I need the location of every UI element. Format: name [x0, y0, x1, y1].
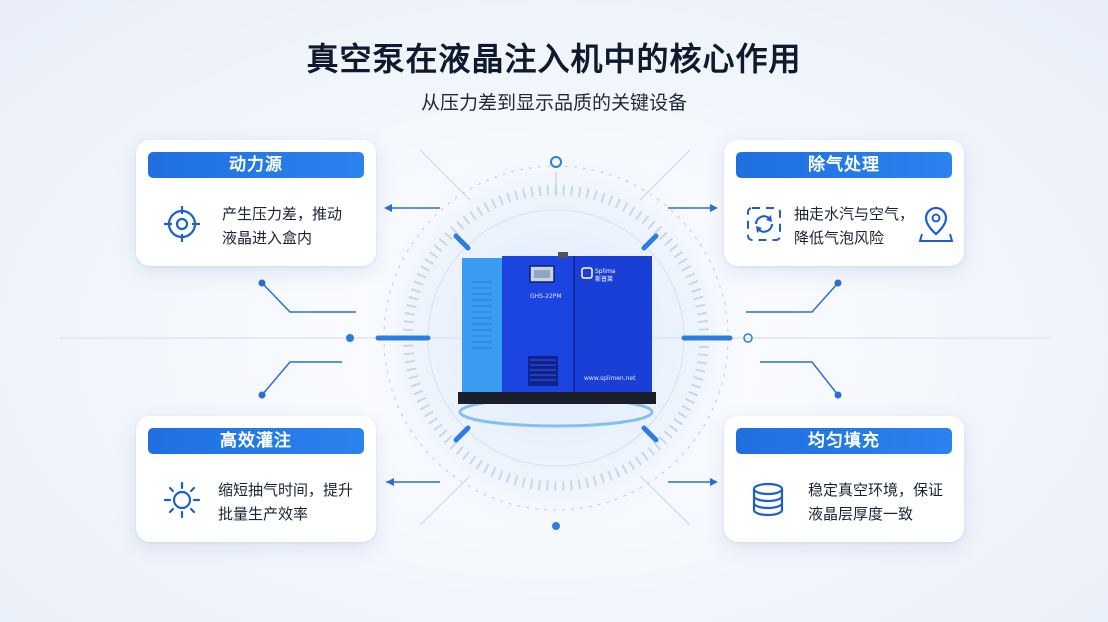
- card-uniform-filling: 均匀填充 稳定真空环境，保证 液晶层厚度一致: [724, 416, 964, 542]
- location-pin-icon: [918, 206, 954, 242]
- refresh-cycle-icon: [747, 207, 781, 241]
- card-degassing: 除气处理 抽走水汽与空气， 降低气泡风险: [724, 140, 964, 266]
- machine-base: [458, 392, 656, 404]
- right-node: [743, 333, 753, 343]
- connector-arrowheads: [384, 204, 718, 486]
- brand-name-cn: 斯普莱: [595, 275, 613, 283]
- stack-layers-icon: [752, 482, 784, 517]
- page-title: 真空泵在液晶注入机中的核心作用: [306, 40, 802, 78]
- ring-accent-ticks: [375, 233, 733, 443]
- front-vent-grille: [528, 356, 558, 386]
- website-label: www.splimen.net: [584, 375, 636, 382]
- card-power-source: 动力源 产生压力差，推动 液晶进入盒内: [136, 140, 376, 266]
- left-node: [346, 334, 354, 342]
- connector-lines: [261, 207, 839, 483]
- card-efficient-filling: 高效灌注 缩短抽气时间，提升 批量生产效率: [136, 416, 376, 542]
- brand-logo-icon: [581, 267, 593, 279]
- card-description: 稳定真空环境，保证 液晶层厚度一致: [808, 481, 944, 523]
- bottom-node: [552, 522, 560, 530]
- card-description: 产生压力差，推动 液晶进入盒内: [222, 205, 343, 247]
- card-description: 抽走水汽与空气， 降低气泡风险: [794, 205, 915, 247]
- machine-side-panel: [462, 258, 502, 392]
- page-subtitle: 从压力差到显示品质的关键设备: [420, 92, 687, 114]
- radial-lines: [419, 149, 691, 526]
- card-title: 除气处理: [736, 152, 952, 178]
- connector-end-dots: [258, 279, 842, 399]
- model-label: GHS-22PM: [530, 293, 562, 300]
- card-title: 高效灌注: [148, 428, 364, 454]
- top-node: [550, 156, 562, 168]
- brand-name: Splima: [595, 268, 616, 275]
- card-title: 均匀填充: [736, 428, 952, 454]
- target-icon: [164, 206, 200, 242]
- side-vent-grille: [472, 281, 492, 349]
- vacuum-pump-machine: GHS-22PM Splima 斯普莱 www.splimen.net: [458, 252, 656, 404]
- sun-icon: [163, 481, 201, 519]
- card-description: 缩短抽气时间，提升 批量生产效率: [218, 481, 354, 523]
- card-title: 动力源: [148, 152, 364, 178]
